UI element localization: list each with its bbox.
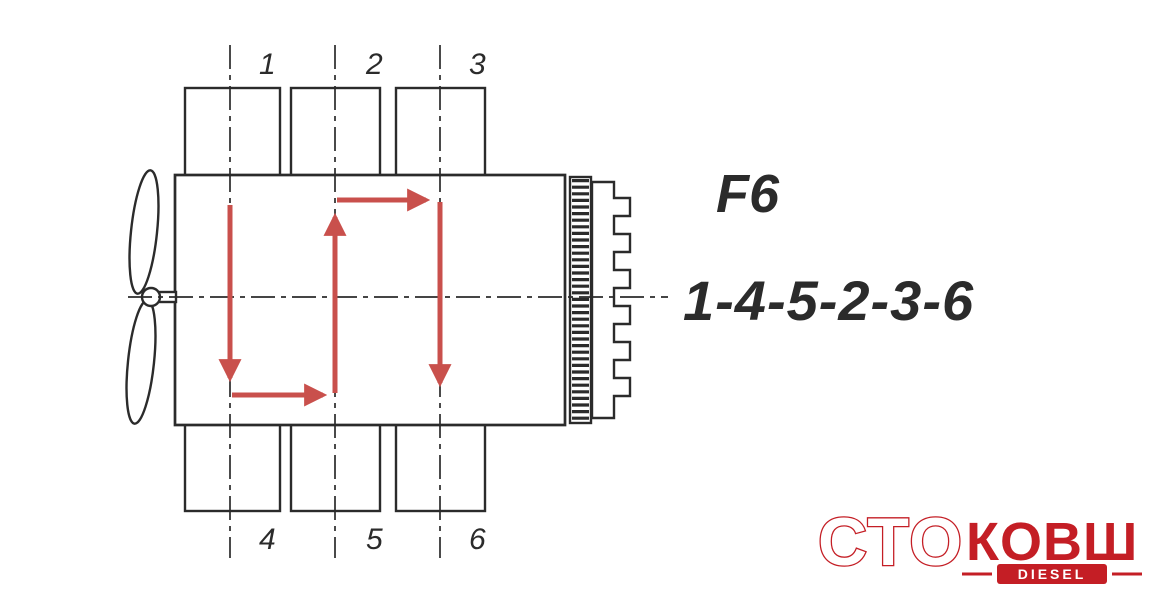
engine-code-label: F6 [716,164,780,224]
firing-order-path [218,188,452,407]
cylinder-label-5: 5 [366,523,383,556]
cylinder-label-1: 1 [259,48,276,81]
logo-diesel-badge [997,564,1107,584]
cylinder-label-3: 3 [469,48,486,81]
logo-diesel-text: DIESEL [1018,566,1087,582]
cylinder-label-4: 4 [259,523,276,556]
cylinder-labels: 1 2 3 4 5 6 [259,48,486,556]
cylinder-rect-4 [183,421,282,513]
engine-block [173,173,567,427]
logo-sto-text: СТО [818,504,964,580]
flywheel-icon [568,175,632,425]
flywheel-gear-teeth [590,180,632,420]
cylinder-rect-1 [183,86,282,180]
flywheel-band-outline [568,175,593,425]
fan-icon [125,169,178,425]
firing-order-label: 1-4-5-2-3-6 [683,269,974,332]
cylinder-label-2: 2 [365,48,383,81]
logo-kovsh-text: КОВШ [966,512,1138,572]
cylinder-label-6: 6 [469,523,486,556]
fan-blade-upper [128,169,160,295]
fan-blade-lower [125,299,157,425]
brand-logo: СТО КОВШ DIESEL [817,503,1142,584]
